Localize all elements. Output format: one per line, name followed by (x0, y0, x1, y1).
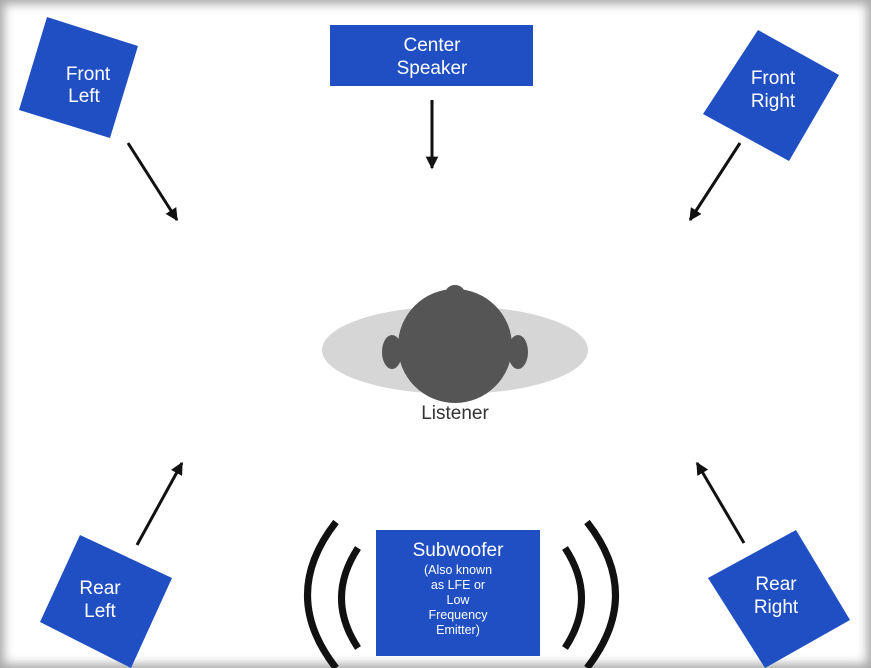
sound-wave-left-inner (338, 546, 361, 650)
subwoofer-box (376, 530, 540, 656)
front-right-label-line2: Right (751, 91, 796, 112)
front-left-speaker: Front Left (19, 17, 138, 138)
listener-left-ear (382, 335, 402, 369)
rear-right-speaker-box (708, 530, 850, 668)
listener-label: Listener (421, 403, 489, 424)
front-right-arrow (688, 142, 742, 222)
rear-left-speaker: Rear Left (40, 535, 172, 668)
rear-right-label-line2: Right (754, 597, 799, 618)
subwoofer-sound-waves-right (562, 519, 619, 668)
front-left-label-line1: Front (66, 64, 111, 85)
rear-left-label-line1: Rear (79, 578, 121, 599)
rear-right-speaker: Rear Right (708, 530, 850, 668)
center-label-line2: Speaker (397, 58, 468, 79)
subwoofer-note-line1: (Also known (424, 563, 492, 577)
sound-wave-right-outer (584, 519, 619, 668)
listener-right-ear (508, 335, 528, 369)
subwoofer-title: Subwoofer (413, 540, 505, 561)
subwoofer-note-line5: Emitter) (436, 623, 480, 637)
front-right-speaker-box (703, 30, 839, 161)
center-speaker-box (330, 25, 533, 86)
front-right-label-line1: Front (751, 68, 796, 89)
listener: Listener (322, 285, 588, 424)
rear-right-label-line1: Rear (755, 574, 797, 595)
sound-wave-left-outer (304, 519, 339, 668)
subwoofer-note-line4: Frequency (428, 608, 488, 622)
subwoofer-note-line2: as LFE or (431, 578, 485, 592)
rear-left-speaker-box (40, 535, 172, 668)
front-right-speaker: Front Right (703, 30, 839, 161)
listener-head (398, 289, 512, 403)
center-speaker: Center Speaker (330, 25, 533, 86)
rear-right-arrow (695, 461, 746, 544)
subwoofer-note-line3: Low (447, 593, 471, 607)
center-label-line1: Center (403, 35, 461, 56)
rear-left-arrow (135, 461, 184, 546)
front-left-arrow (126, 142, 179, 222)
subwoofer-sound-waves-left (304, 519, 361, 668)
sound-wave-right-inner (562, 546, 585, 650)
rear-left-label-line2: Left (84, 601, 116, 622)
front-left-speaker-box (19, 17, 138, 138)
front-left-label-line2: Left (68, 86, 100, 107)
subwoofer: Subwoofer (Also known as LFE or Low Freq… (376, 530, 540, 656)
